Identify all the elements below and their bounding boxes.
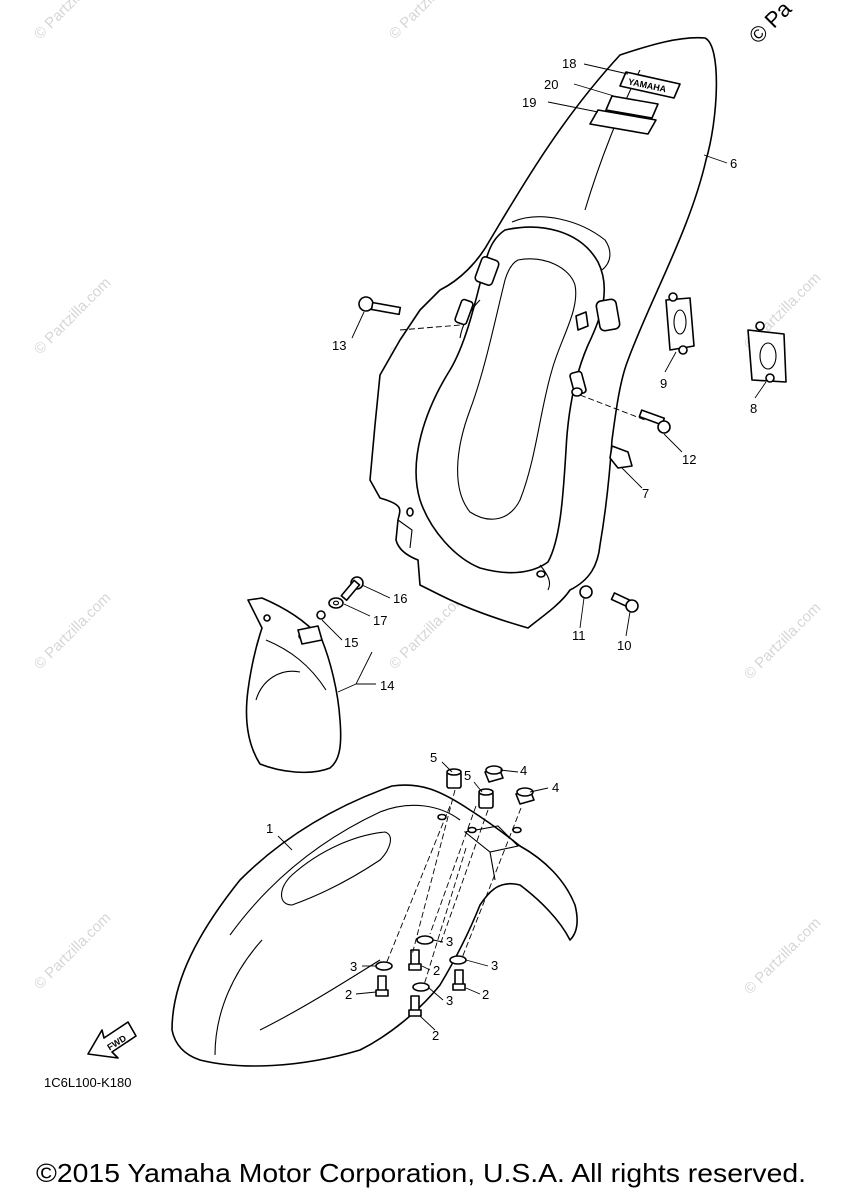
callout-3a: 3 [446, 934, 453, 949]
callout-2d: 2 [432, 1028, 439, 1043]
collar-5b [478, 788, 494, 809]
decal-18 [619, 71, 681, 99]
watermark: © Partzilla.com [31, 274, 114, 357]
callout-3d: 3 [446, 993, 453, 1008]
copyright-footer: ©2015 Yamaha Motor Corporation, U.S.A. A… [36, 1158, 806, 1188]
callout-15: 15 [344, 635, 358, 650]
leader-lines [277, 63, 767, 1031]
callout-2c: 2 [482, 987, 489, 1002]
callout-18: 18 [562, 56, 576, 71]
callout-9: 9 [660, 376, 667, 391]
watermark-corner: © Pa [744, 0, 797, 49]
washer-3b [375, 961, 393, 971]
callout-7: 7 [642, 486, 649, 501]
bolt-16 [340, 576, 364, 602]
washer-17 [328, 597, 344, 609]
bolt-13 [358, 296, 402, 316]
callout-16: 16 [393, 591, 407, 606]
watermark: © Partzilla.com [31, 589, 114, 672]
grommet-4b [515, 787, 535, 805]
callout-13: 13 [332, 338, 346, 353]
callouts: 18 20 19 6 13 9 8 12 7 16 17 11 10 15 14… [266, 56, 757, 1043]
decal-20 [605, 95, 659, 119]
rear-fender [369, 36, 718, 629]
bolt-2b [375, 975, 389, 997]
callout-2b: 2 [345, 987, 352, 1002]
washer-3d [412, 982, 430, 992]
callout-17: 17 [373, 613, 387, 628]
callout-12: 12 [682, 452, 696, 467]
watermark: © Partzilla.com [31, 909, 114, 992]
assembly-lines [385, 324, 646, 986]
bracket-9 [665, 292, 695, 355]
callout-5a: 5 [430, 750, 437, 765]
watermark: © Partzilla.com [741, 914, 824, 997]
callout-8: 8 [750, 401, 757, 416]
watermark: © Partzilla.com [31, 0, 114, 43]
bracket-8 [747, 321, 787, 383]
grommet-4a [484, 765, 504, 783]
bolt-12 [638, 409, 671, 434]
watermark: © Partzilla.com [386, 0, 469, 43]
mud-flap-14 [245, 597, 342, 774]
front-fender [171, 784, 578, 1067]
callout-19: 19 [522, 95, 536, 110]
callout-14: 14 [380, 678, 394, 693]
bolt-2d [408, 995, 422, 1017]
fwd-arrow-icon: FWD [87, 1021, 137, 1059]
washers-and-bolts [375, 935, 467, 1017]
callout-1: 1 [266, 821, 273, 836]
collar-5a [446, 768, 462, 789]
callout-3c: 3 [491, 958, 498, 973]
clip-nut-7 [609, 445, 633, 469]
callout-5b: 5 [464, 768, 471, 783]
decal-19 [589, 109, 657, 135]
callout-4a: 4 [520, 763, 527, 778]
callout-10: 10 [617, 638, 631, 653]
callout-4b: 4 [552, 780, 559, 795]
bolt-2c [452, 969, 466, 991]
bolt-10 [610, 592, 639, 613]
washer-3c [449, 955, 467, 965]
fender-decals: YAMAHA [589, 71, 681, 135]
washer-3a [416, 935, 434, 945]
callout-11: 11 [572, 628, 586, 643]
bolt-2a [408, 949, 422, 971]
watermark: © Partzilla.com [741, 599, 824, 682]
callout-3b: 3 [350, 959, 357, 974]
callout-6: 6 [730, 156, 737, 171]
callout-20: 20 [544, 77, 558, 92]
nut-11 [579, 585, 593, 599]
diagram-code: 1C6L100-K180 [44, 1075, 131, 1090]
callout-2a: 2 [433, 963, 440, 978]
